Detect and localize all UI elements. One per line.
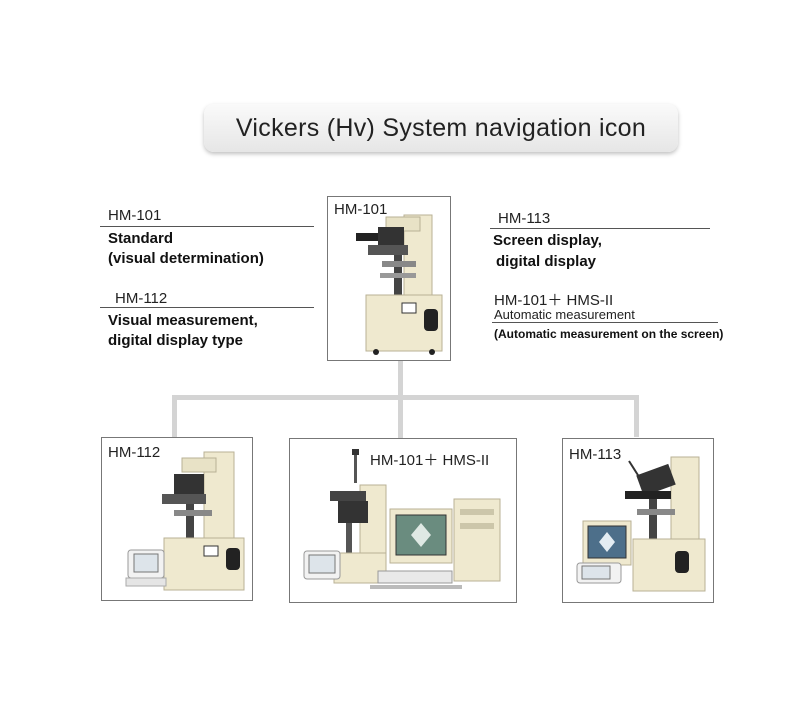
connector-left <box>172 395 177 437</box>
note-hm112-model: HM-112 <box>115 290 168 307</box>
note-rule <box>490 228 710 229</box>
note-rule <box>100 226 314 227</box>
connector-horizontal <box>172 395 639 400</box>
hm112-machine-box: HM-112 <box>101 437 253 601</box>
hardness-tester-illustration <box>356 214 443 355</box>
note-hms-line1: (Automatic measurement on the screen) <box>494 327 724 341</box>
hm112-illustration <box>125 451 245 591</box>
hm113-machine-box: HM-113 <box>562 438 714 603</box>
connector-right <box>634 395 639 437</box>
note-hm113-line2: digital display <box>496 253 597 270</box>
note-hm101-line2: (visual determination) <box>108 250 264 267</box>
hm113-box-label: HM-113 <box>569 446 622 463</box>
hm101-hms-box-label: HM-101＋ HMS-II <box>370 452 490 469</box>
hm112-box-label: HM-112 <box>108 444 161 461</box>
note-hm113-line1: Screen display, <box>493 232 602 249</box>
note-rule <box>100 307 314 308</box>
note-hm101-line1: Standard <box>108 230 174 247</box>
connector-vertical <box>398 359 403 399</box>
connector-middle <box>398 395 403 438</box>
hm101-hms-illustration <box>303 449 501 589</box>
page-title: Vickers (Hv) System navigation icon <box>235 113 647 142</box>
note-hm112-line2: digital display type <box>108 332 244 349</box>
hm101-hms-machine-box: HM-101＋ HMS-II <box>289 438 517 603</box>
note-hm112-line1: Visual measurement, <box>108 312 258 329</box>
note-hm101-model: HM-101 <box>108 207 162 224</box>
hm113-illustration <box>576 456 706 592</box>
center-box-label: HM-101 <box>334 201 388 218</box>
note-rule <box>492 322 718 323</box>
center-machine-box: HM-101 <box>327 196 451 361</box>
note-hms-model: HM-101＋ HMS-II <box>494 292 614 309</box>
title-banner: Vickers (Hv) System navigation icon <box>204 104 678 152</box>
note-hms-subtitle: Automatic measurement <box>494 307 635 322</box>
note-hm113-model: HM-113 <box>498 210 551 227</box>
